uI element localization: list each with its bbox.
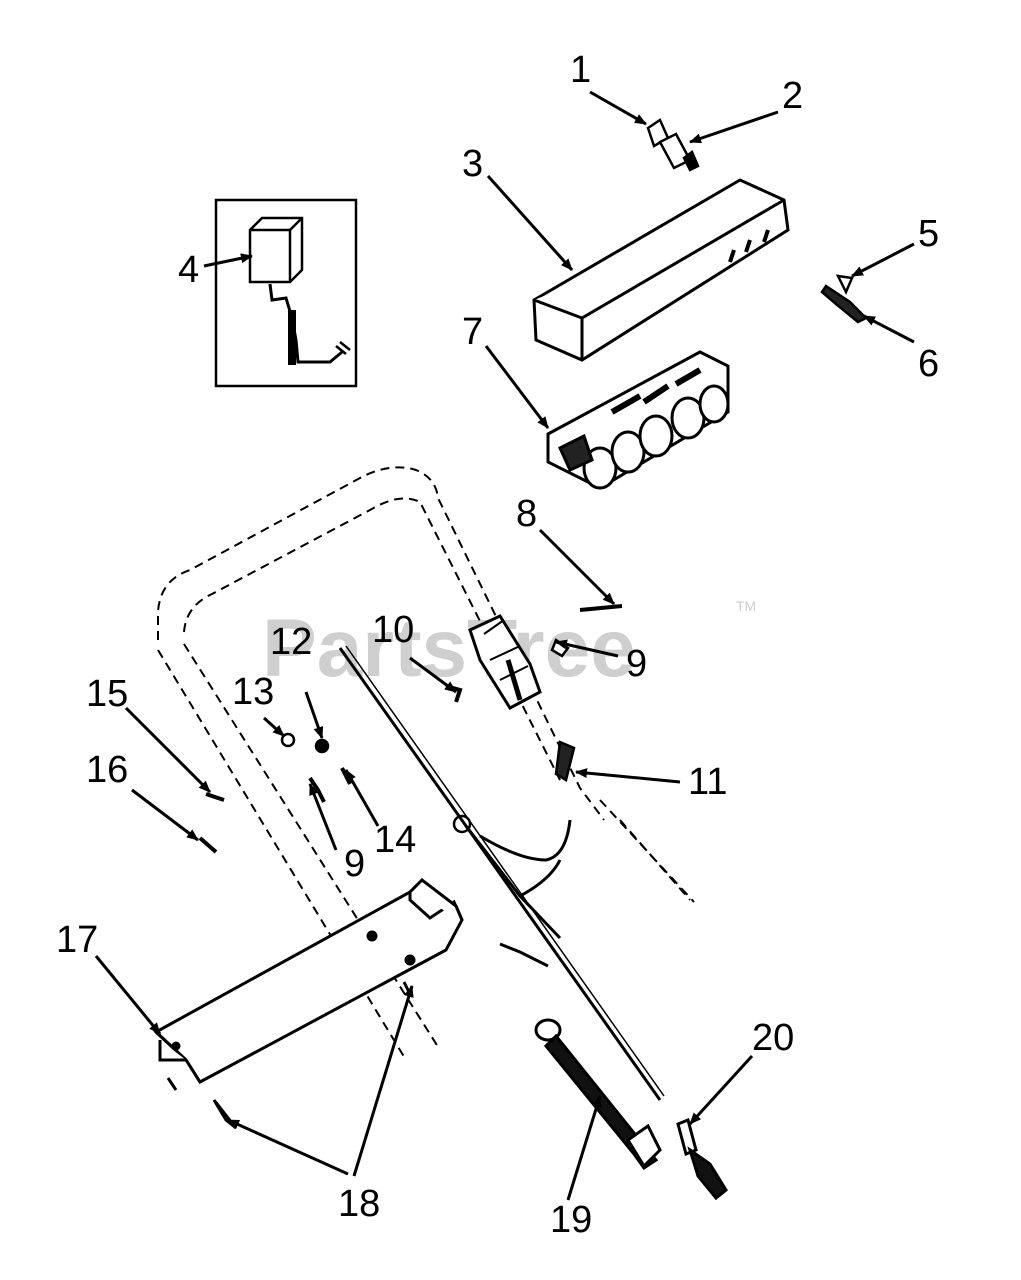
callout-4: 4 <box>178 249 199 291</box>
callout-2: 2 <box>782 75 803 117</box>
battery-cover-drawing <box>532 178 790 362</box>
charger-frame <box>214 198 358 388</box>
bracket-drawing <box>153 878 464 1084</box>
callout-13: 13 <box>232 671 274 713</box>
fitting-drawing <box>646 118 700 172</box>
handle-drawing <box>157 466 695 1061</box>
callout-arrows <box>94 90 915 1201</box>
harness-drawing <box>338 645 665 1101</box>
pin-drawing <box>676 1117 728 1201</box>
callout-18: 18 <box>338 1183 380 1225</box>
callout-7: 7 <box>462 311 483 353</box>
callout-6: 6 <box>918 343 939 385</box>
switch-drawing <box>468 614 542 710</box>
callout-1: 1 <box>570 49 591 91</box>
callout-12: 12 <box>270 621 312 663</box>
watermark: PartsTree TM <box>262 598 756 694</box>
callout-10: 10 <box>372 609 414 651</box>
callout-labels: 1 2 3 4 5 6 7 8 9 9 10 11 12 13 14 15 16… <box>56 49 939 1241</box>
callout-9-lower: 9 <box>344 843 365 885</box>
callout-5: 5 <box>918 213 939 255</box>
callout-14: 14 <box>374 819 416 861</box>
hardware-drawing <box>198 604 623 854</box>
callout-17: 17 <box>56 919 98 961</box>
charger-drawing <box>214 198 358 388</box>
callout-16: 16 <box>86 749 128 791</box>
rod-drawing <box>534 1018 662 1171</box>
callout-8: 8 <box>516 493 537 535</box>
callout-9-upper: 9 <box>626 643 647 685</box>
battery-pack-drawing <box>546 350 730 490</box>
callout-15: 15 <box>86 673 128 715</box>
clip-drawing <box>820 274 869 324</box>
watermark-trademark: TM <box>736 598 756 614</box>
callout-11: 11 <box>688 761 727 803</box>
callout-3: 3 <box>462 143 483 185</box>
callout-19: 19 <box>550 1199 592 1241</box>
watermark-text: PartsTree <box>262 603 636 694</box>
callout-20: 20 <box>752 1017 794 1059</box>
